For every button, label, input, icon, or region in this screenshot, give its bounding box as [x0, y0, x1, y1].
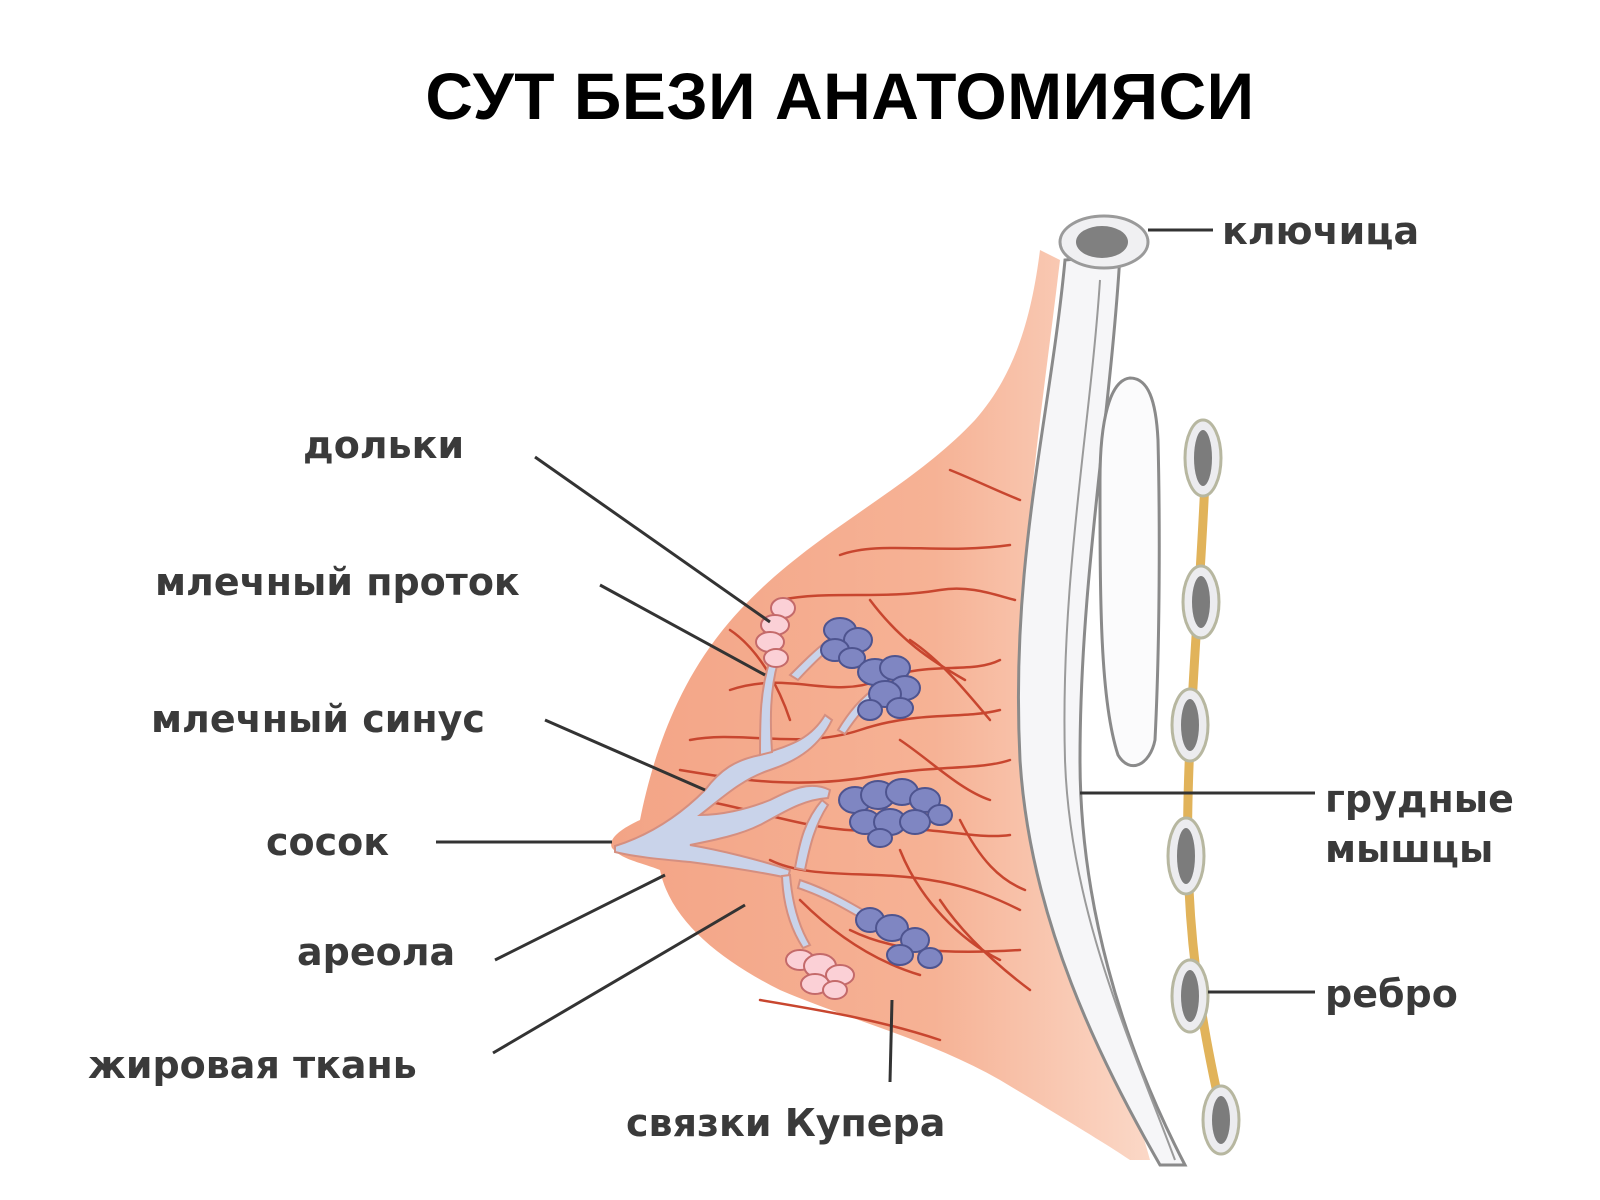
leader-lines	[436, 228, 1315, 1083]
leader-areola	[494, 873, 666, 962]
label-areola: ареола	[297, 930, 455, 974]
label-milk-sinus: млечный синус	[151, 697, 485, 741]
label-cooper-ligaments: связки Купера	[626, 1101, 945, 1145]
leader-cooper-ligaments	[888, 999, 894, 1083]
label-fat-tissue: жировая ткань	[88, 1043, 417, 1087]
label-pectoral-muscles-line2: мышцы	[1325, 827, 1493, 871]
lobules	[755, 597, 953, 1000]
label-rib: ребро	[1325, 972, 1458, 1016]
leader-milk-sinus	[544, 718, 706, 792]
pectoralis-minor	[1098, 376, 1161, 768]
pectoral-muscle-inner-line	[1063, 279, 1176, 1161]
label-milk-duct: млечный проток	[155, 560, 520, 604]
label-lobules: дольки	[303, 423, 464, 467]
leader-fat-tissue	[492, 903, 746, 1055]
page-title: СУТ БЕЗИ АНАТОМИЯСИ	[425, 59, 1255, 133]
clavicle	[1058, 214, 1150, 270]
label-clavicle: ключица	[1222, 209, 1419, 253]
pectoral-muscle	[1016, 253, 1188, 1167]
label-pectoral-muscles-line1: грудные	[1325, 777, 1514, 821]
ribs	[1166, 418, 1241, 1156]
leader-milk-duct	[599, 583, 766, 677]
label-nipple: сосок	[266, 820, 389, 864]
leader-lobules	[534, 455, 771, 624]
